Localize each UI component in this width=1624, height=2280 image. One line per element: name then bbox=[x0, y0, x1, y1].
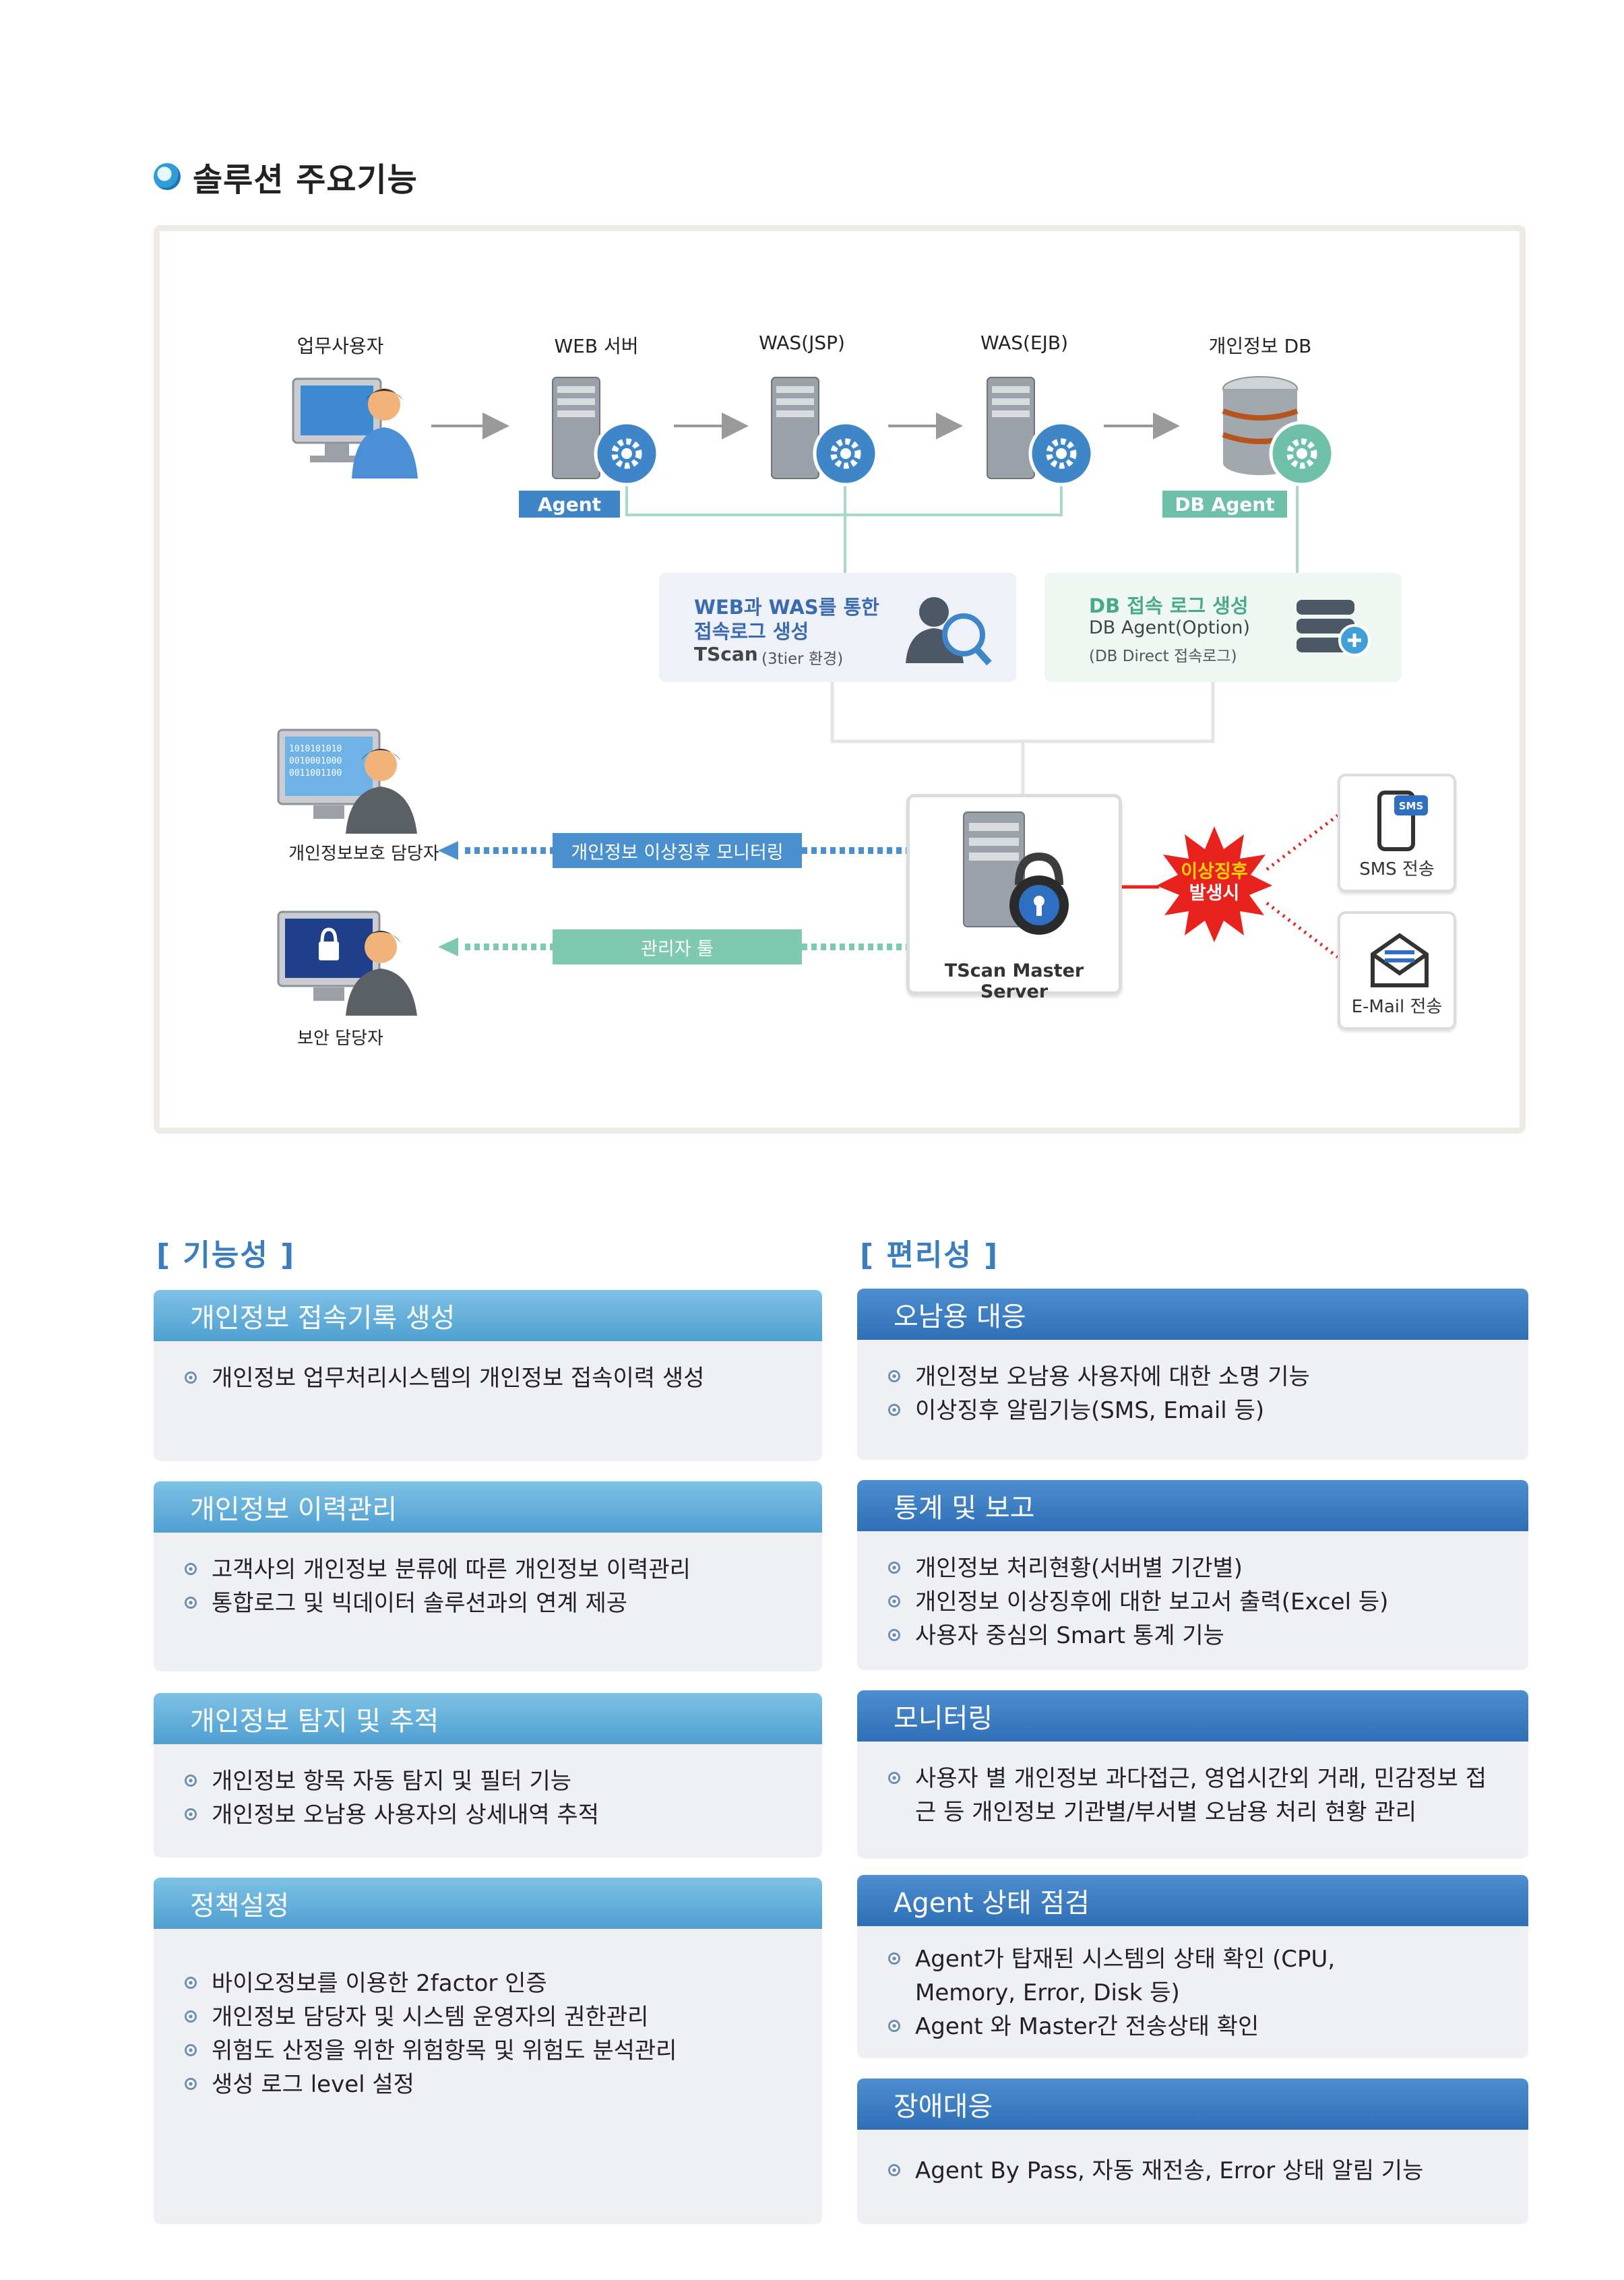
alert-line1: 이상징후 bbox=[1181, 861, 1248, 882]
magnifier-user-icon bbox=[906, 597, 992, 666]
svg-text:0010001000: 0010001000 bbox=[289, 756, 342, 766]
svg-text:0011001100: 0011001100 bbox=[289, 768, 342, 778]
privacy-officer-label: 개인정보보호 담당자 bbox=[288, 844, 439, 864]
was-ejb-server-gear-icon bbox=[987, 377, 1094, 487]
sms-icon-text: SMS bbox=[1399, 800, 1424, 812]
lock-server-icon bbox=[963, 811, 1069, 935]
feature-card-title: 정책설정 bbox=[154, 1878, 822, 1929]
was-log-box: WEB과 WAS를 통한 접속로그 생성 TScan (3tier 환경) bbox=[659, 573, 1016, 682]
master-server-box: TScan Master Server bbox=[906, 794, 1122, 1002]
feature-card: 개인정보 이력관리 고객사의 개인정보 분류에 따른 개인정보 이력관리 통합로… bbox=[154, 1481, 822, 1671]
convenience-card-title: 오남용 대응 bbox=[857, 1289, 1528, 1340]
convenience-item: Agent 와 Master간 전송상태 확인 bbox=[888, 2010, 1528, 2043]
convenience-card: 장애대응 Agent By Pass, 자동 재전송, Error 상태 알림 … bbox=[857, 2078, 1528, 2224]
phone-sms-icon: SMS bbox=[1377, 791, 1428, 851]
feature-card: 정책설정 바이오정보를 이용한 2factor 인증 개인정보 담당자 및 시스… bbox=[154, 1878, 822, 2224]
feature-card-title: 개인정보 접속기록 생성 bbox=[154, 1290, 822, 1341]
node-label-db: 개인정보 DB bbox=[1208, 335, 1312, 357]
user-computer-icon bbox=[292, 377, 418, 479]
feature-card: 개인정보 접속기록 생성 개인정보 업무처리시스템의 개인정보 접속이력 생성 bbox=[154, 1290, 822, 1461]
security-officer-label: 보안 담당자 bbox=[297, 1028, 383, 1049]
db-log-line2: DB Agent(Option) bbox=[1089, 617, 1250, 638]
convenience-item: 개인정보 오남용 사용자에 대한 소명 기능 bbox=[888, 1360, 1528, 1394]
monitoring-flow-label: 개인정보 이상징후 모니터링 bbox=[553, 833, 802, 868]
sms-notify-box: SMS SMS 전송 bbox=[1338, 774, 1456, 892]
admin-tool-flow-label: 관리자 툴 bbox=[553, 929, 802, 964]
feature-item: 위험도 산정을 위한 위험항목 및 위험도 분석관리 bbox=[185, 2034, 822, 2068]
node-label-was-ejb: WAS(EJB) bbox=[980, 332, 1069, 354]
envelope-icon bbox=[1371, 933, 1429, 987]
web-server-gear-icon bbox=[552, 377, 660, 487]
feature-card: 개인정보 탐지 및 추적 개인정보 항목 자동 탐지 및 필터 기능 개인정보 … bbox=[154, 1693, 822, 1857]
convenience-item: 개인정보 이상징후에 대한 보고서 출력(Excel 등) bbox=[888, 1585, 1528, 1619]
privacy-officer-icon: 1010101010 0010001000 0011001100 bbox=[277, 729, 417, 834]
feature-item: 개인정보 업무처리시스템의 개인정보 접속이력 생성 bbox=[185, 1361, 822, 1395]
db-agent-tag: DB Agent bbox=[1162, 491, 1287, 518]
feature-item: 개인정보 항목 자동 탐지 및 필터 기능 bbox=[185, 1764, 822, 1798]
convenience-card: 오남용 대응 개인정보 오남용 사용자에 대한 소명 기능 이상징후 알림기능(… bbox=[857, 1289, 1528, 1460]
convenience-card: 통계 및 보고 개인정보 처리현황(서버별 기간별) 개인정보 이상징후에 대한… bbox=[857, 1480, 1528, 1670]
master-server-label: TScan Master Server bbox=[944, 960, 1084, 1002]
email-notify-box: E-Mail 전송 bbox=[1338, 911, 1456, 1030]
feature-card-title: 개인정보 탐지 및 추적 bbox=[154, 1693, 822, 1744]
node-label-user: 업무사용자 bbox=[296, 335, 384, 357]
db-log-box: DB 접속 로그 생성 DB Agent(Option) (DB Direct … bbox=[1044, 573, 1402, 682]
alert-line2: 발생시 bbox=[1189, 883, 1240, 904]
convenience-card: 모니터링 사용자 별 개인정보 과다접근, 영업시간외 거래, 민감정보 접근 … bbox=[857, 1690, 1528, 1859]
alert-burst-icon bbox=[1156, 826, 1272, 942]
page-title: 솔루션 주요기능 bbox=[193, 161, 418, 199]
db-add-icon bbox=[1297, 600, 1371, 656]
db-log-line3: (DB Direct 접속로그) bbox=[1089, 648, 1237, 665]
was-log-line3-main: TScan bbox=[694, 643, 758, 665]
convenience-item: 사용자 중심의 Smart 통계 기능 bbox=[888, 1619, 1528, 1653]
database-gear-icon bbox=[1222, 376, 1335, 487]
db-log-line1: DB 접속 로그 생성 bbox=[1089, 594, 1249, 617]
convenience-item: 개인정보 처리현황(서버별 기간별) bbox=[888, 1551, 1528, 1585]
features-heading: [ 기능성 ] bbox=[156, 1238, 296, 1272]
convenience-card-title: 통계 및 보고 bbox=[857, 1480, 1528, 1531]
was-log-line3-sub: (3tier 환경) bbox=[761, 650, 844, 668]
convenience-item: 사용자 별 개인정보 과다접근, 영업시간외 거래, 민감정보 접근 등 개인정… bbox=[888, 1762, 1528, 1829]
agent-tag: Agent bbox=[519, 491, 620, 518]
feature-item: 통합로그 및 빅데이터 솔루션과의 연계 제공 bbox=[185, 1586, 822, 1620]
was-jsp-server-gear-icon bbox=[771, 377, 879, 487]
feature-item: 개인정보 담당자 및 시스템 운영자의 권한관리 bbox=[185, 2000, 822, 2034]
feature-card-title: 개인정보 이력관리 bbox=[154, 1481, 822, 1533]
circle-bullet-icon bbox=[154, 163, 181, 190]
convenience-heading: [ 편리성 ] bbox=[860, 1238, 999, 1272]
email-send-label: E-Mail 전송 bbox=[1351, 997, 1443, 1017]
security-officer-icon bbox=[277, 911, 417, 1016]
feature-item: 생성 로그 level 설정 bbox=[185, 2068, 822, 2101]
feature-item: 고객사의 개인정보 분류에 따른 개인정보 이력관리 bbox=[185, 1553, 822, 1586]
convenience-item: 이상징후 알림기능(SMS, Email 등) bbox=[888, 1394, 1528, 1427]
diagram-connectors bbox=[431, 412, 1339, 958]
svg-text:1010101010: 1010101010 bbox=[289, 744, 342, 754]
was-log-line2: 접속로그 생성 bbox=[694, 620, 809, 643]
node-label-web: WEB 서버 bbox=[554, 335, 639, 357]
convenience-card-title: 모니터링 bbox=[857, 1690, 1528, 1742]
sms-send-label: SMS 전송 bbox=[1359, 859, 1435, 880]
convenience-card-title: Agent 상태 점검 bbox=[857, 1875, 1528, 1926]
convenience-card: Agent 상태 점검 Agent가 탑재된 시스템의 상태 확인 (CPU, … bbox=[857, 1875, 1528, 2058]
convenience-item: Agent가 탑재된 시스템의 상태 확인 (CPU, Memory, Erro… bbox=[888, 1942, 1528, 2010]
node-label-was-jsp: WAS(JSP) bbox=[759, 332, 845, 354]
was-log-line1: WEB과 WAS를 통한 bbox=[694, 596, 879, 619]
convenience-item: Agent By Pass, 자동 재전송, Error 상태 알림 기능 bbox=[888, 2154, 1528, 2188]
feature-item: 바이오정보를 이용한 2factor 인증 bbox=[185, 1967, 822, 2000]
convenience-card-title: 장애대응 bbox=[857, 2078, 1528, 2130]
feature-item: 개인정보 오남용 사용자의 상세내역 추적 bbox=[185, 1798, 822, 1832]
section-title: 솔루션 주요기능 bbox=[154, 150, 418, 204]
